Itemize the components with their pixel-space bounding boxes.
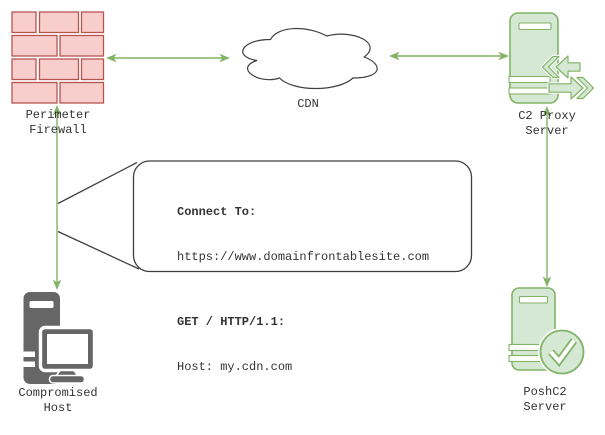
compromised-host-label: Compromised Host xyxy=(8,386,108,415)
poshc2-label-line1: PoshC2 xyxy=(523,385,567,399)
c2-proxy-label-line2: Server xyxy=(525,123,569,138)
checkmark-circle-icon xyxy=(538,328,586,376)
callout-tail-bottom xyxy=(57,230,140,270)
arrowhead-right-icon xyxy=(219,53,230,63)
arrow-in-icon xyxy=(540,54,582,80)
server-checkmark-icon xyxy=(508,287,586,376)
callout-connect-heading: Connect To: xyxy=(177,205,257,219)
arrowhead-up-icon xyxy=(542,106,552,117)
c2-proxy-label-line1: C2 Proxy xyxy=(518,109,576,123)
brick-wall-icon xyxy=(11,11,105,104)
compromised-host-label-line2: Host xyxy=(43,400,73,415)
poshc2-label-line2: Server xyxy=(523,399,567,414)
poshc2-label: PoshC2 Server xyxy=(495,385,595,414)
arrowhead-down-icon xyxy=(542,276,552,287)
arrow-out-icon xyxy=(547,75,596,101)
cloud-icon xyxy=(242,27,378,90)
cdn-label: CDN xyxy=(258,97,358,112)
desktop-computer-icon xyxy=(22,292,97,384)
firewall-label-line1: Perimeter xyxy=(25,108,91,122)
callout-tail-top xyxy=(57,161,138,205)
callout-request-heading: GET / HTTP/1.1: xyxy=(177,315,286,329)
cdn-label-line1: CDN xyxy=(297,97,319,111)
arrowhead-down-icon xyxy=(52,279,62,290)
firewall-label-line2: Firewall xyxy=(29,122,87,137)
proxy-server-arrows-icon xyxy=(508,12,596,104)
arrowhead-up-icon xyxy=(52,105,62,116)
callout-request-host: Host: my.cdn.com xyxy=(177,360,293,374)
callout-bubble xyxy=(57,160,473,273)
callout-connect-url: https://www.domainfrontablesite.com xyxy=(177,250,430,264)
arrowhead-right-icon xyxy=(498,51,509,61)
connector-arrows xyxy=(52,51,552,290)
arrowhead-left-icon xyxy=(106,53,117,63)
callout-text: Connect To: https://www.domainfrontables… xyxy=(177,175,429,405)
arrowhead-left-icon xyxy=(389,51,400,61)
c2-proxy-label: C2 Proxy Server xyxy=(497,109,597,138)
compromised-host-label-line1: Compromised xyxy=(18,386,98,400)
firewall-label: Perimeter Firewall xyxy=(8,108,108,137)
